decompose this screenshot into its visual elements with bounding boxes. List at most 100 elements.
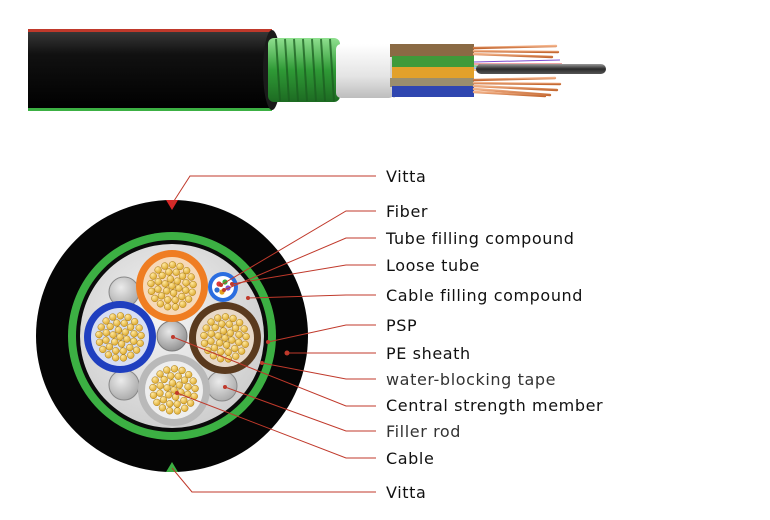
copper-wire: [235, 338, 243, 346]
copper-wire: [176, 262, 184, 271]
copper-wire: [95, 338, 104, 346]
cable-side-view: [28, 29, 606, 111]
copper-wire: [241, 340, 249, 348]
label-vitta-top: Vitta: [386, 167, 427, 186]
copper-wire: [200, 339, 209, 347]
copper-wire: [229, 314, 237, 323]
tube-blue-side: [392, 86, 474, 97]
copper-wire: [210, 344, 219, 352]
copper-wire: [207, 337, 215, 345]
cable-brown: [189, 302, 261, 374]
copper-wire: [161, 262, 169, 270]
copper-wire: [113, 319, 121, 327]
copper-wire: [242, 332, 250, 341]
copper-wire: [112, 347, 120, 355]
copper-wire: [180, 376, 189, 384]
copper-wire: [130, 337, 138, 345]
copper-wire: [114, 326, 123, 334]
copper-wire: [181, 404, 189, 412]
cable-orange: [136, 250, 208, 322]
copper-wire: [130, 330, 138, 338]
armor-ridges: [275, 38, 335, 102]
copper-wire: [111, 354, 120, 362]
filler-rod: [206, 370, 238, 402]
copper-wire: [154, 266, 162, 274]
label-cable: Cable: [386, 449, 435, 468]
label-psp: PSP: [386, 316, 418, 335]
copper-wire: [165, 391, 173, 399]
copper-wire: [130, 318, 139, 326]
copper-wire: [158, 271, 166, 280]
copper-wire: [184, 371, 193, 379]
copper-wire: [222, 341, 231, 349]
cable-grey: [138, 354, 210, 426]
water-blocking-layer: [336, 44, 394, 98]
copper-wire: [186, 399, 195, 407]
copper-wire: [151, 376, 159, 384]
label-filler-rod: Filler rod: [386, 422, 462, 441]
copper-wire: [168, 282, 176, 290]
tube-green-side: [392, 56, 474, 68]
label-pe-sheath: PE sheath: [386, 344, 471, 363]
copper-wire: [111, 338, 119, 346]
copper-wire: [165, 268, 173, 276]
copper-wire: [165, 407, 174, 415]
copper-wire: [137, 331, 145, 340]
vitta-stripe-bottom: [28, 108, 272, 111]
copper-wire: [240, 325, 248, 333]
copper-wire: [127, 351, 135, 359]
copper-wire: [231, 324, 240, 332]
copper-wire: [216, 339, 224, 347]
copper-wire: [202, 324, 210, 332]
leader-dots: [171, 282, 290, 395]
copper-wire: [151, 294, 159, 303]
copper-wire: [156, 300, 165, 308]
label-tube-filling-compound: Tube filling compound: [386, 229, 575, 248]
copper-wire: [173, 400, 181, 408]
copper-wire: [102, 329, 110, 337]
copper-wire: [156, 370, 164, 378]
copper-wire: [119, 354, 128, 362]
copper-wire: [221, 334, 229, 342]
copper-wire: [188, 288, 196, 296]
copper-wire: [99, 345, 107, 354]
copper-wire: [184, 383, 192, 391]
optical-loose-tube: [208, 272, 238, 302]
copper-wire: [214, 314, 222, 322]
copper-wire: [166, 400, 174, 408]
copper-wire: [105, 343, 114, 351]
copper-wire: [168, 379, 177, 387]
copper-wire: [225, 320, 233, 328]
outer-jacket: [28, 30, 277, 110]
copper-wires: [472, 44, 562, 98]
copper-wire: [156, 382, 164, 390]
copper-wire: [124, 313, 132, 322]
copper-wire: [116, 333, 124, 341]
copper-wire: [237, 347, 246, 355]
copper-wire: [95, 330, 103, 339]
copper-wire: [102, 317, 110, 325]
copper-wire: [207, 318, 215, 326]
copper-wire: [178, 272, 187, 280]
copper-wire: [109, 313, 117, 321]
label-water-blocking-tape: water-blocking tape: [386, 370, 557, 389]
copper-wire: [221, 313, 230, 321]
copper-wire: [149, 272, 157, 280]
copper-wire: [168, 261, 177, 269]
copper-wire: [121, 328, 129, 336]
copper-wire: [189, 377, 197, 385]
copper-wire: [182, 267, 191, 275]
copper-wire: [235, 331, 243, 339]
copper-wire: [166, 275, 175, 283]
copper-wire: [117, 340, 126, 348]
copper-wire: [116, 312, 125, 320]
copper-wire: [159, 396, 168, 404]
copper-wire: [149, 383, 157, 392]
copper-wire: [147, 279, 155, 288]
copper-wire: [175, 381, 183, 389]
copper-wire: [180, 396, 188, 405]
copper-wire: [136, 339, 144, 347]
copper-wire: [218, 320, 226, 328]
tube-grey-side: [390, 78, 474, 87]
copper-wire: [171, 303, 180, 311]
